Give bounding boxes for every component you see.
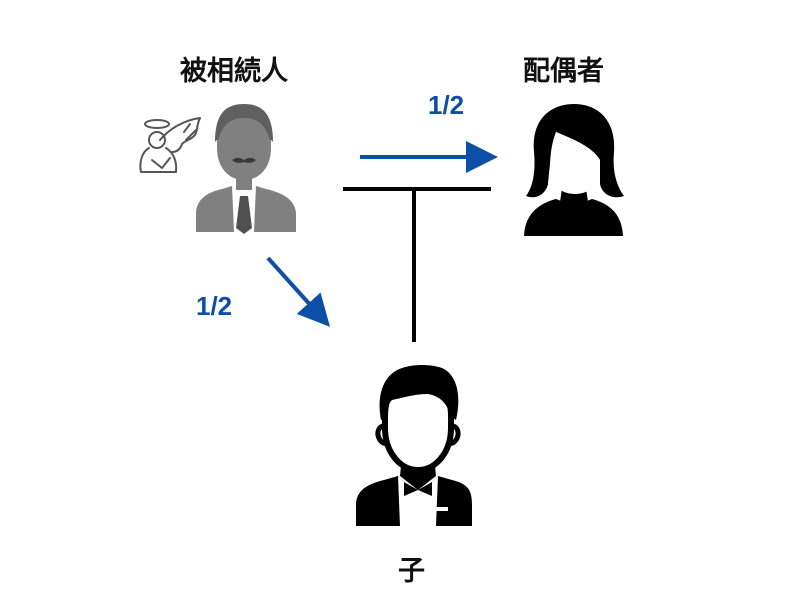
child-icon (356, 365, 472, 526)
spouse-share: 1/2 (428, 90, 465, 120)
child-share: 1/2 (196, 291, 233, 321)
deceased-icon (196, 104, 296, 234)
spouse-label: 配偶者 (523, 56, 604, 87)
spouse-icon (524, 104, 624, 236)
deceased-label: 被相続人 (180, 56, 288, 87)
child-label: 子 (398, 556, 425, 587)
arrow-to-child (266, 256, 331, 327)
angel-icon (139, 117, 201, 173)
